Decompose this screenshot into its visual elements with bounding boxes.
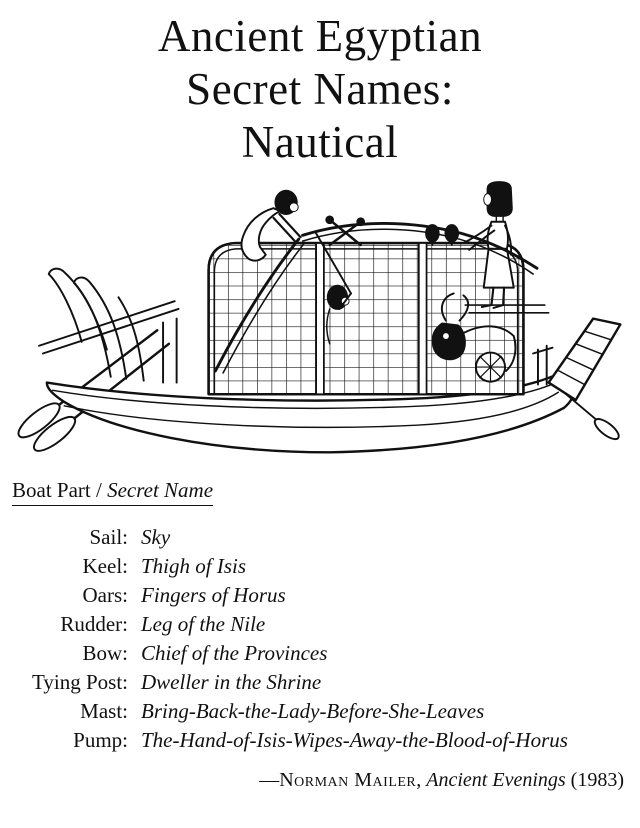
table-header: Boat Part / Secret Name [12, 478, 630, 507]
boat-part-label: Bow: [82, 641, 128, 666]
secret-names-list: Sail: Sky Keel: Thigh of Isis Oars: Fing… [10, 523, 630, 755]
title-line-3: Nautical [241, 117, 399, 168]
boat-part-label: Oars: [82, 583, 129, 608]
list-item: Oars: Fingers of Horus [10, 581, 630, 610]
secret-name-value: Leg of the Nile [141, 612, 266, 637]
attribution-work-title: Ancient Evenings [426, 769, 566, 792]
secret-name-value: Fingers of Horus [141, 583, 286, 608]
secret-name-value: Thigh of Isis [141, 554, 247, 579]
boat-part-label: Pump: [73, 728, 128, 753]
table-header-part: Boat Part [12, 478, 91, 503]
table-header-name: Secret Name [107, 478, 214, 503]
attribution-dash: — [259, 769, 280, 792]
boat-part-label: Keel: [82, 554, 128, 579]
list-item: Mast: Bring-Back-the-Lady-Before-She-Lea… [10, 697, 630, 726]
secret-name-value: The-Hand-of-Isis-Wipes-Away-the-Blood-of… [141, 728, 568, 753]
secret-name-value: Bring-Back-the-Lady-Before-She-Leaves [141, 699, 485, 724]
egyptian-boat-illustration [10, 177, 630, 468]
title-line-1: Ancient Egyptian [157, 11, 483, 61]
title-line-2: Secret Names: [186, 64, 454, 115]
table-header-separator: / [90, 478, 108, 503]
secret-name-value: Sky [141, 525, 171, 550]
boat-part-label: Tying Post: [32, 670, 128, 695]
list-item: Pump: The-Hand-of-Isis-Wipes-Away-the-Bl… [10, 726, 630, 755]
secret-name-value: Chief of the Provinces [141, 641, 328, 666]
list-item: Keel: Thigh of Isis [10, 552, 630, 581]
boat-part-label: Sail: [89, 525, 128, 550]
list-item: Bow: Chief of the Provinces [10, 639, 630, 668]
secret-name-value: Dweller in the Shrine [141, 670, 322, 695]
boat-part-label: Mast: [80, 699, 128, 724]
attribution-year: (1983) [565, 769, 624, 792]
list-item: Rudder: Leg of the Nile [10, 610, 630, 639]
list-item: Sail: Sky [10, 523, 630, 552]
boat-drawing [17, 181, 622, 454]
attribution-separator: , [416, 769, 427, 792]
attribution-author: Norman Mailer [279, 769, 417, 792]
list-item: Tying Post: Dweller in the Shrine [10, 668, 630, 697]
attribution: —Norman Mailer, Ancient Evenings (1983) [10, 769, 630, 792]
boat-part-label: Rudder: [60, 612, 128, 637]
page-title: Ancient Egyptian Secret Names: Nautical [10, 10, 630, 169]
